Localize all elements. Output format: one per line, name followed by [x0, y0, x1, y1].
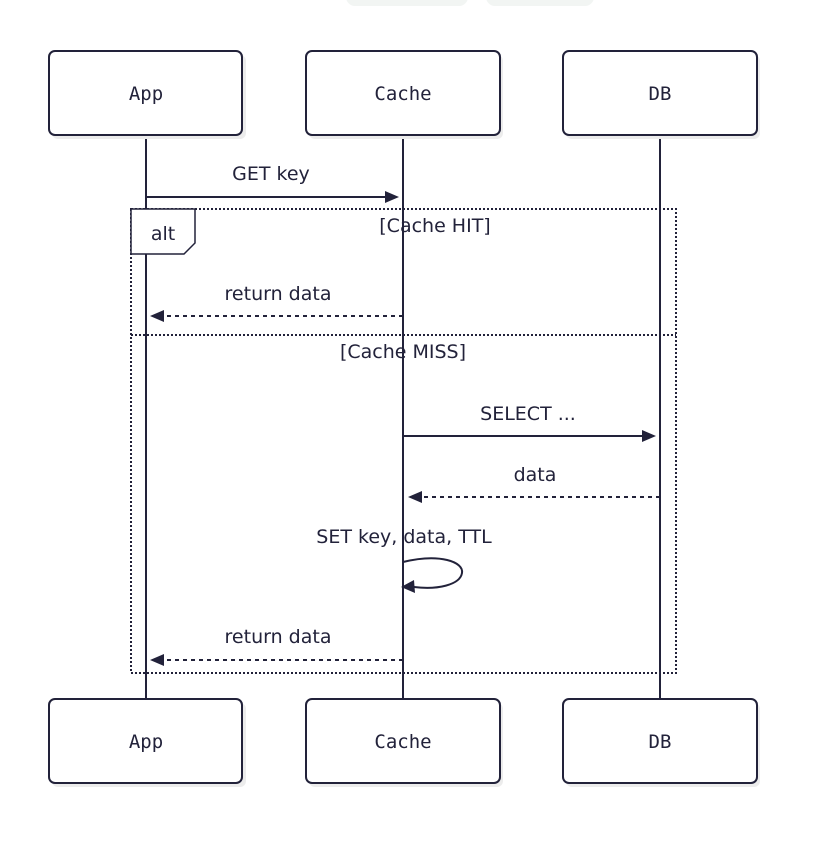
message-data: data	[408, 464, 660, 503]
message-label: GET key	[232, 163, 310, 185]
arrowhead	[642, 430, 656, 442]
guard-cache-miss: [Cache MISS]	[340, 341, 466, 363]
actor-cache-top: Cache	[305, 50, 503, 139]
top-decoration-left	[346, 0, 468, 6]
arrowhead	[408, 491, 422, 503]
actor-db-bottom: DB	[562, 698, 760, 787]
actor-label: DB	[649, 731, 672, 753]
message-label: return data	[225, 626, 332, 648]
message-label: return data	[225, 283, 332, 305]
arrowhead	[150, 310, 164, 322]
message-set-key: SET key, data, TTL	[316, 526, 492, 593]
arrowhead	[385, 191, 399, 203]
message-label: SELECT ...	[480, 403, 576, 425]
actor-cache-bottom: Cache	[305, 698, 503, 787]
message-get-key: GET key	[146, 163, 399, 203]
actor-label: Cache	[374, 731, 431, 753]
message-label: SET key, data, TTL	[316, 526, 492, 548]
actor-app-top: App	[48, 50, 246, 139]
actor-app-bottom: App	[48, 698, 246, 787]
message-return-data-hit: return data	[150, 283, 403, 322]
message-select: SELECT ...	[403, 403, 656, 442]
message-return-data-miss: return data	[150, 626, 403, 666]
alt-operator-tab	[130, 208, 196, 255]
actor-db-top: DB	[562, 50, 760, 139]
alt-frame	[130, 208, 677, 674]
top-decoration-right	[486, 0, 594, 6]
alt-operator-label: alt	[151, 223, 175, 245]
arrowhead	[150, 654, 164, 666]
arrowhead	[401, 580, 415, 593]
guard-cache-hit: [Cache HIT]	[379, 215, 490, 237]
alt-fragment: alt [Cache HIT] [Cache MISS]	[130, 208, 677, 674]
actor-label: App	[129, 83, 163, 105]
actor-label: DB	[649, 83, 672, 105]
actor-label: App	[129, 731, 163, 753]
message-label: data	[514, 464, 557, 486]
actor-label: Cache	[374, 83, 431, 105]
